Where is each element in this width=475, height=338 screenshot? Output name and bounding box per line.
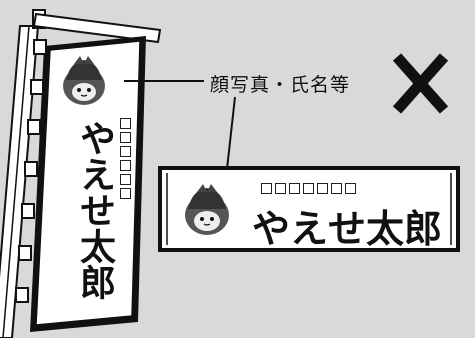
banner-crossbar <box>32 12 162 44</box>
sash-mascot-icon <box>185 184 229 235</box>
banner-flag <box>30 36 146 332</box>
banner-pole <box>0 9 46 338</box>
cross-mark-icon <box>392 53 449 114</box>
banner-mascot-icon <box>63 56 105 105</box>
banner-rings <box>15 39 47 303</box>
